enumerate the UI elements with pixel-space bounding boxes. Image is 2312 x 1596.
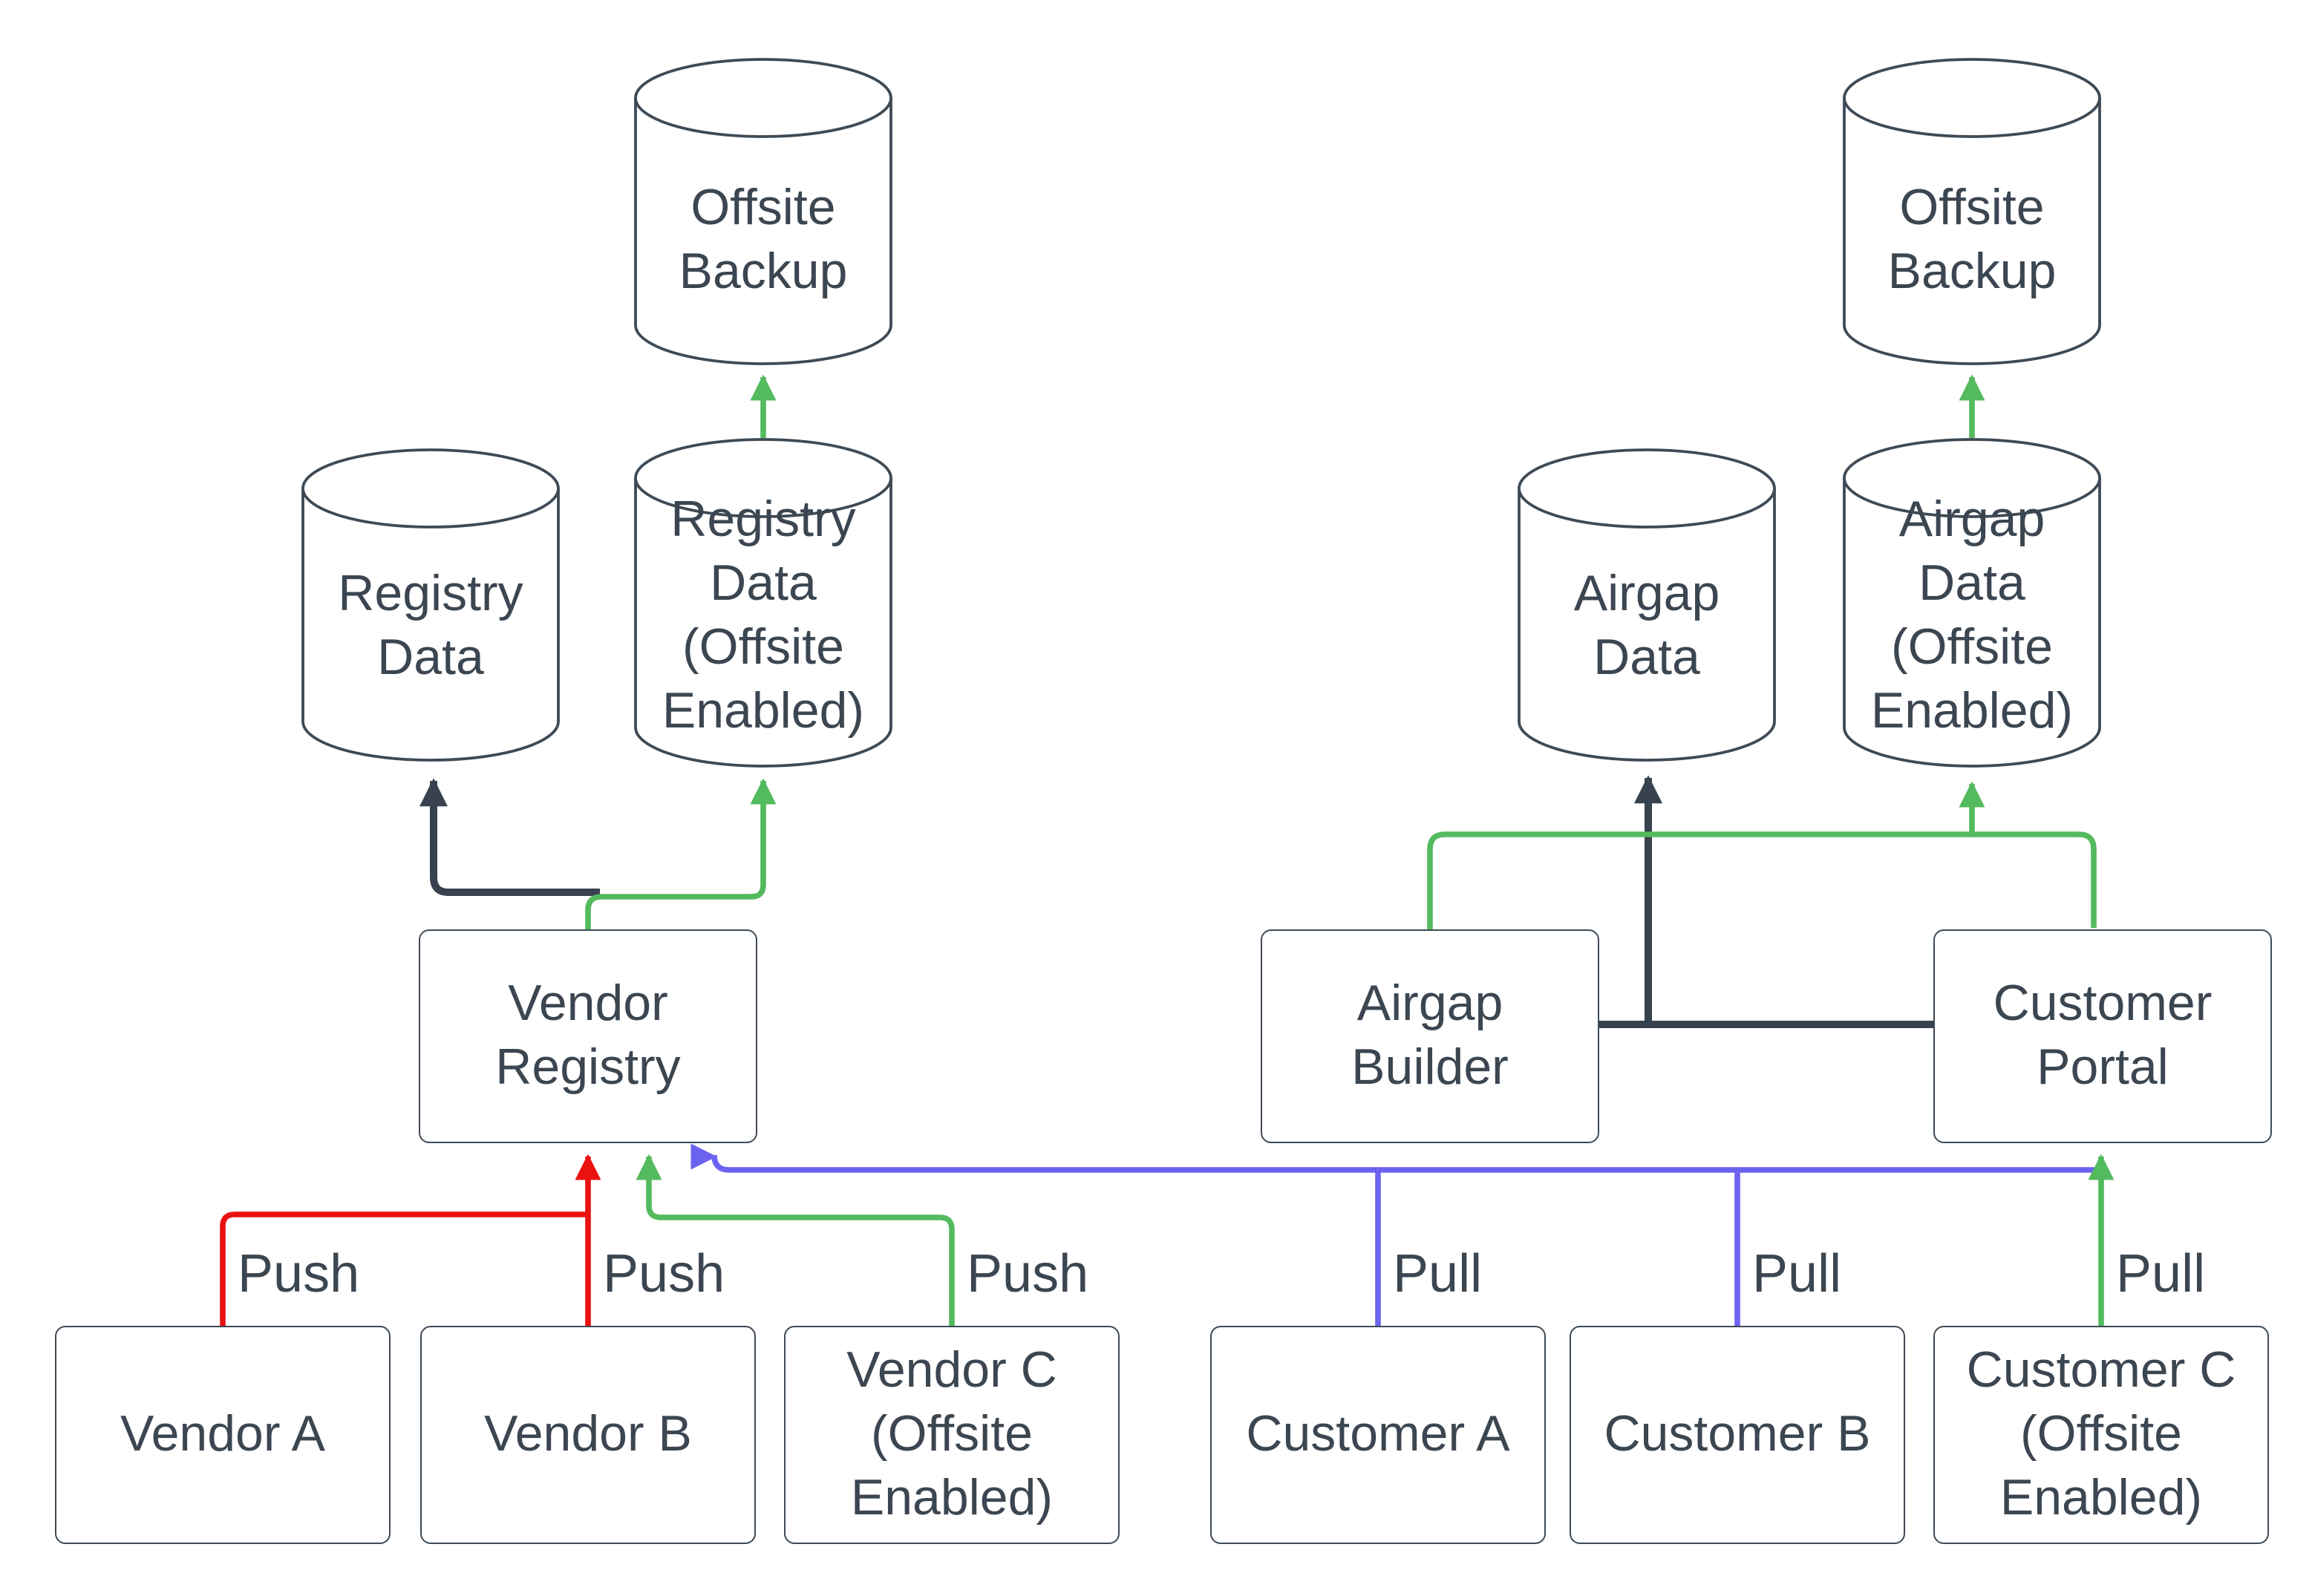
- node-customer-portal: Customer Portal: [1933, 929, 2272, 1143]
- cylinder-registry-data-top: [301, 448, 560, 529]
- cylinder-airgap-data-top: [1518, 448, 1776, 529]
- edge-fork-to-customer-portal: [1972, 831, 2097, 928]
- node-vendor-b: Vendor B: [420, 1326, 756, 1544]
- label-airgap-data-oe: Airgap Data (Offsite Enabled): [1870, 491, 2074, 739]
- edge-fork-to-registry-data: [419, 778, 600, 896]
- cylinder-registry-data-oe: [634, 478, 892, 768]
- node-vendor-a: Vendor A: [55, 1326, 391, 1544]
- edge-label-push-vendor-a: Push: [238, 1243, 360, 1304]
- label-offsite-backup-left: Offsite Backup: [679, 180, 848, 300]
- cylinder-offsite-backup-left-top: [634, 58, 892, 138]
- edge-vendor-c-push: [636, 1154, 955, 1326]
- cylinder-offsite-backup-right-top: [1843, 58, 2101, 138]
- label-offsite-backup-right: Offsite Backup: [1887, 180, 2057, 300]
- edge-label-pull-customer-b: Pull: [1752, 1243, 1842, 1304]
- label-airgap-data: Airgap Data: [1573, 566, 1720, 686]
- edge-pull-main: [701, 1133, 2101, 1173]
- cylinder-offsite-backup-left: [634, 98, 892, 365]
- edge-label-pull-customer-a: Pull: [1393, 1243, 1483, 1304]
- cylinder-airgap-data-oe: [1843, 478, 2101, 768]
- cylinder-airgap-data-oe-top: [1843, 438, 2101, 518]
- cylinder-registry-data-oe-top: [634, 438, 892, 518]
- edge-label-push-vendor-b: Push: [603, 1243, 725, 1304]
- label-registry-data-oe: Registry Data (Offsite Enabled): [662, 491, 865, 739]
- node-customer-c: Customer C (Offsite Enabled): [1933, 1326, 2269, 1544]
- node-airgap-builder: Airgap Builder: [1261, 929, 1599, 1143]
- edge-airgap-builder-fork: [1427, 831, 1972, 929]
- edge-vr-stem-and-fork-to-rdoe: [585, 778, 777, 929]
- node-vendor-c: Vendor C (Offsite Enabled): [784, 1326, 1120, 1544]
- node-customer-a: Customer A: [1210, 1326, 1546, 1544]
- label-registry-data: Registry Data: [338, 566, 523, 686]
- edge-vendor-a-push: [220, 1211, 588, 1326]
- edge-label-push-vendor-c: Push: [967, 1243, 1089, 1304]
- cylinder-airgap-data: [1518, 488, 1776, 762]
- node-vendor-registry: Vendor Registry: [419, 929, 757, 1143]
- node-customer-b: Customer B: [1570, 1326, 1905, 1544]
- cylinder-offsite-backup-right: [1843, 98, 2101, 365]
- cylinder-registry-data: [301, 488, 560, 762]
- edge-label-pull-customer-c: Pull: [2116, 1243, 2206, 1304]
